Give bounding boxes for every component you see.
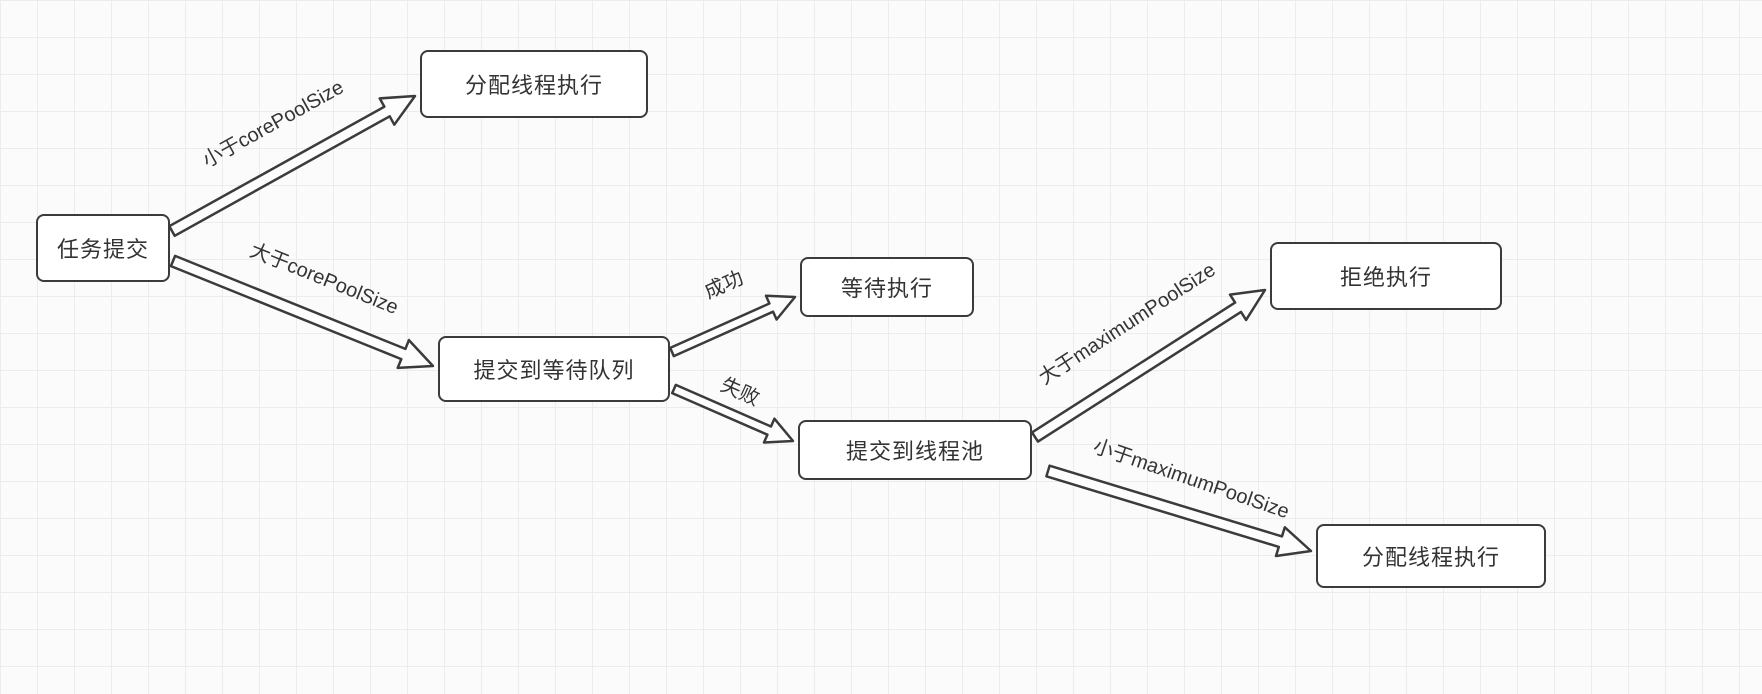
- node-wait-execute: 等待执行: [800, 257, 974, 317]
- edge-label-fail: 失败: [717, 374, 763, 411]
- node-wait-execute-label: 等待执行: [840, 276, 933, 301]
- node-submit-wait-queue-label: 提交到等待队列: [473, 358, 635, 383]
- node-assign-thread-top: 分配线程执行: [420, 50, 648, 118]
- node-reject-execute-label: 拒绝执行: [1339, 265, 1432, 290]
- arrow-success: [668, 294, 797, 358]
- edge-label-success: 成功: [701, 267, 747, 304]
- node-reject-execute: 拒绝执行: [1270, 242, 1502, 310]
- node-submit-wait-queue: 提交到等待队列: [438, 336, 670, 402]
- edge-label-gt-maximum-pool-size: 大于maximumPoolSize: [1035, 258, 1220, 390]
- node-task-submit-label: 任务提交: [56, 237, 149, 262]
- edge-label-gt-core-pool-size: 大于corePoolSize: [246, 239, 402, 320]
- edge-label-lt-maximum-pool-size: 小于maximumPoolSize: [1090, 435, 1292, 524]
- node-assign-thread-bottom-label: 分配线程执行: [1361, 545, 1500, 570]
- edge-label-lt-core-pool-size: 小于corePoolSize: [198, 76, 348, 173]
- node-assign-thread-top-label: 分配线程执行: [464, 73, 603, 98]
- node-task-submit: 任务提交: [36, 214, 170, 282]
- node-assign-thread-bottom: 分配线程执行: [1316, 524, 1546, 588]
- node-submit-thread-pool: 提交到线程池: [798, 420, 1032, 480]
- node-submit-thread-pool-label: 提交到线程池: [845, 439, 984, 464]
